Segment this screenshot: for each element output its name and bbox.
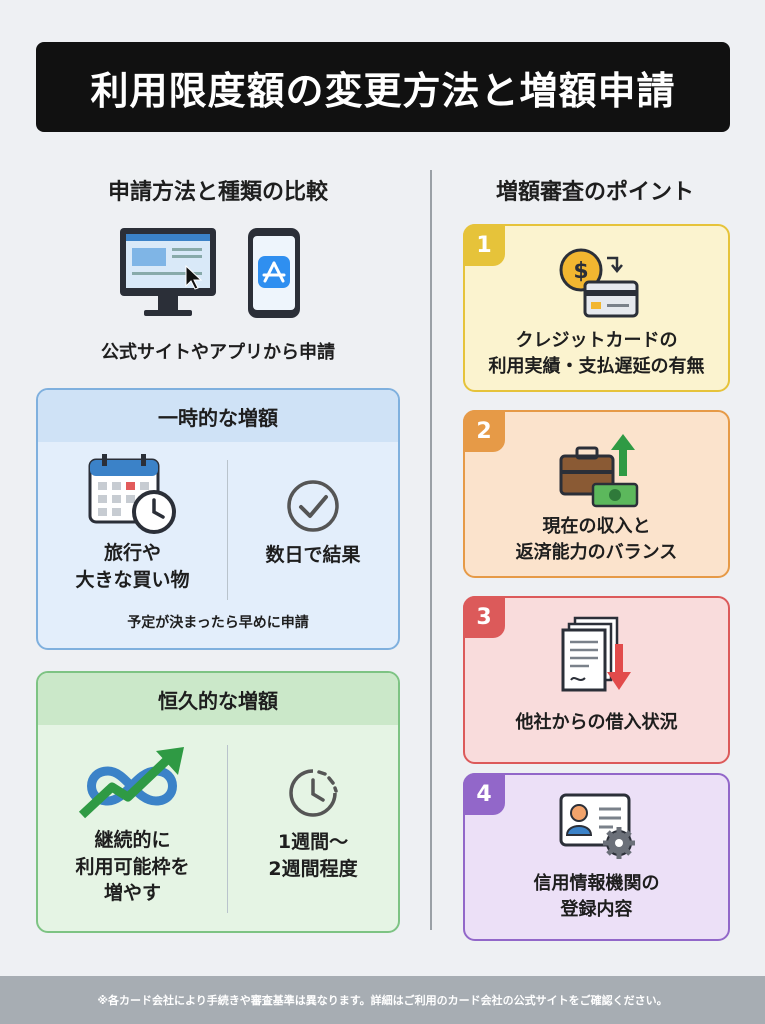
permanent-increase-heading: 恒久的な増額 xyxy=(38,673,398,725)
review-point-1: 1 $ クレジットカードの 利用実績・支払遅延の有無 xyxy=(463,224,730,392)
temporary-increase-heading: 一時的な増額 xyxy=(38,390,398,442)
permanent-use-case: 継続的に 利用可能枠を 増やす xyxy=(75,829,190,905)
title-banner: 利用限度額の変更方法と増額申請 xyxy=(36,42,730,132)
permanent-separator xyxy=(227,745,228,913)
permanent-duration: 1週間〜 2週間程度 xyxy=(268,831,358,880)
page-title: 利用限度額の変更方法と増額申請 xyxy=(90,68,676,113)
point-number-badge: 4 xyxy=(463,773,505,815)
temporary-use-case: 旅行や 大きな買い物 xyxy=(75,542,190,591)
point-number-badge: 1 xyxy=(463,224,505,266)
review-point-3: 3 他社からの借入状況 xyxy=(463,596,730,764)
point-1-text: クレジットカードの 利用実績・支払遅延の有無 xyxy=(488,330,705,378)
review-point-2: 2 現在の収入と 返済能力のバランス xyxy=(463,410,730,578)
computer-smartphone-icon xyxy=(120,228,300,318)
id-card-gear-icon xyxy=(559,793,635,859)
point-4-text: 信用情報機関の 登録内容 xyxy=(533,873,660,921)
disclaimer-text: ※各カード会社により手続きや審査基準は異なります。詳細はご利用のカード会社の公式… xyxy=(97,994,668,1007)
column-divider xyxy=(430,170,432,930)
review-point-4: 4 信用情報機関の 登録内容 xyxy=(463,773,730,941)
temporary-duration: 数日で結果 xyxy=(265,544,361,566)
checkmark-icon xyxy=(287,480,339,532)
footer-disclaimer: ※各カード会社により手続きや審査基準は異なります。詳細はご利用のカード会社の公式… xyxy=(0,976,765,1024)
credit-card-coin-icon: $ xyxy=(559,248,639,318)
comparison-heading: 申請方法と種類の比較 xyxy=(107,180,328,205)
calendar-clock-icon xyxy=(88,454,176,534)
clock-icon xyxy=(289,769,338,817)
temporary-separator xyxy=(227,460,228,600)
point-number-badge: 2 xyxy=(463,410,505,452)
point-3-text: 他社からの借入状況 xyxy=(515,712,678,733)
svg-text:$: $ xyxy=(573,259,588,284)
briefcase-money-icon xyxy=(559,434,639,508)
temporary-increase-card: 一時的な増額 旅行や 大きな買い物 数日で結果 予定が決まったら早めに申請 xyxy=(36,388,400,650)
point-2-text: 現在の収入と 返済能力のバランス xyxy=(515,516,678,564)
permanent-increase-card: 恒久的な増額 継続的に 利用可能枠を 増やす 1週間〜 2週間程度 xyxy=(36,671,400,933)
apply-caption: 公式サイトやアプリから申請 xyxy=(101,342,335,363)
point-number-badge: 3 xyxy=(463,596,505,638)
infinity-growth-arrow-icon xyxy=(78,747,184,819)
review-points-heading: 増額審査のポイント xyxy=(495,180,694,205)
documents-down-arrow-icon xyxy=(561,616,631,692)
temporary-note: 予定が決まったら早めに申請 xyxy=(127,615,309,631)
